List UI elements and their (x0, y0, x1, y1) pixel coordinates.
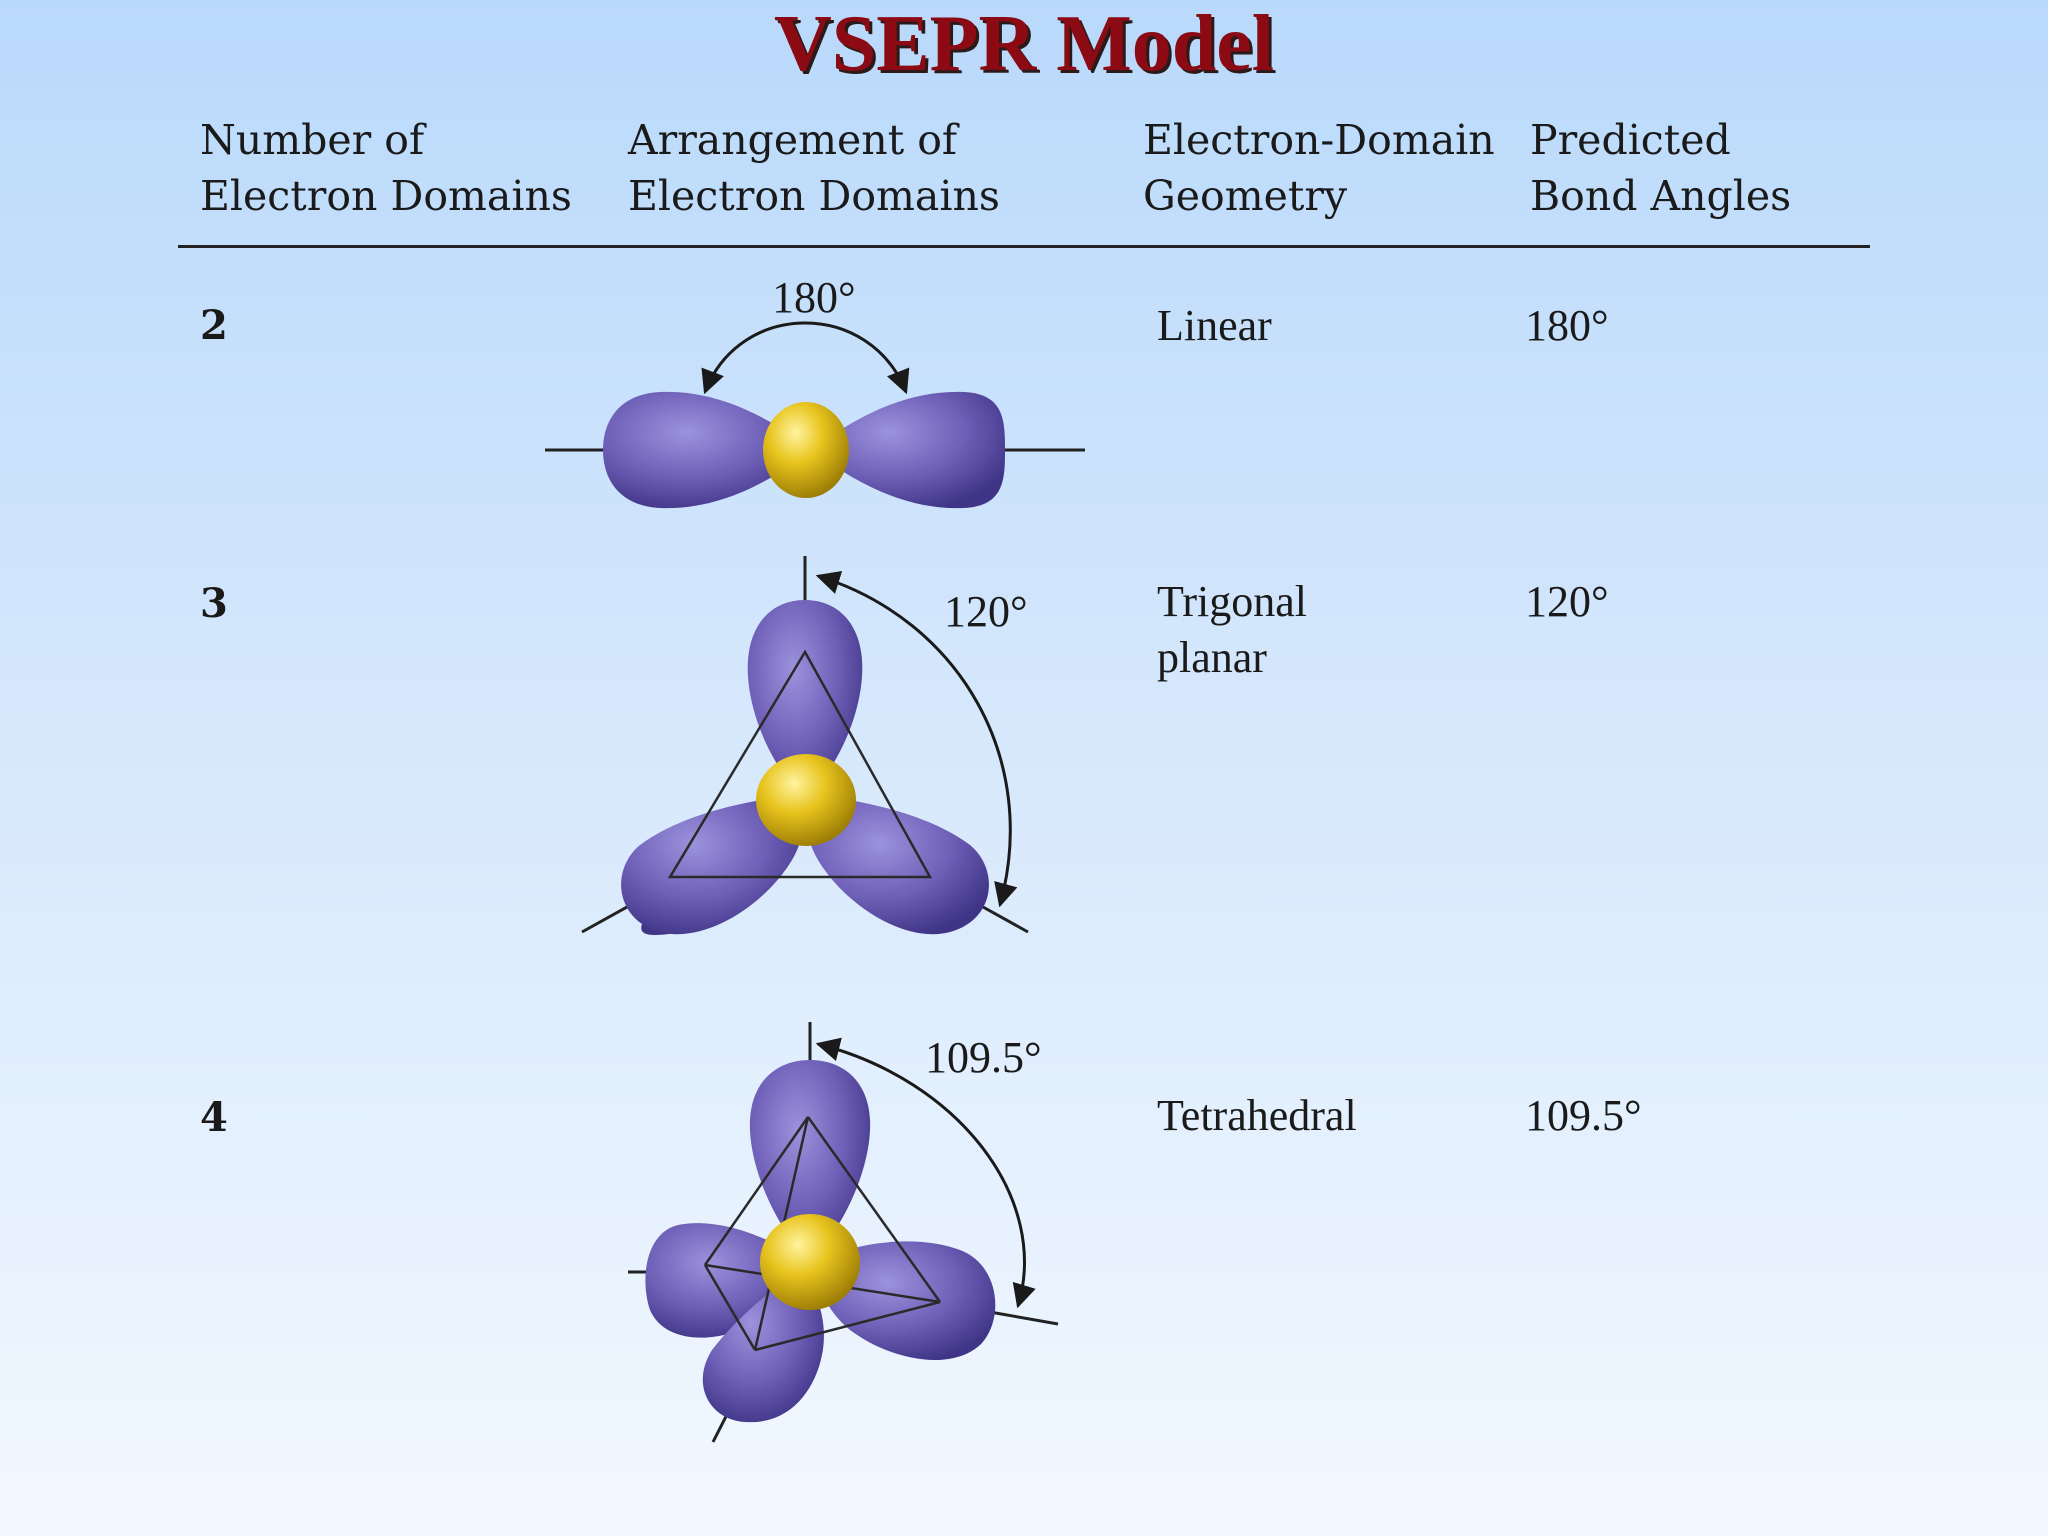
electron-lobe (702, 1270, 824, 1423)
row-3-number: 3 (200, 580, 228, 627)
header-line: Electron Domains (200, 172, 572, 220)
page-title: VSEPR Model (774, 0, 1274, 88)
row-4-number: 4 (200, 1094, 228, 1141)
row-4-bond-angle: 109.5° (1525, 1091, 1642, 1140)
row-2-geometry: Linear (1157, 301, 1272, 350)
linear-diagram: 180° (545, 273, 1085, 509)
electron-lobe (603, 391, 812, 509)
axis-line (989, 1310, 1059, 1326)
header-line: Bond Angles (1530, 172, 1792, 220)
header-line: Number of (200, 116, 425, 164)
header-line: Electron Domains (628, 172, 1000, 220)
electron-lobe (621, 795, 804, 935)
tetrahedral-diagram: 109.5° (628, 1022, 1059, 1443)
row-3-geometry: Trigonal planar (1157, 574, 1307, 686)
row-2-bond-angle: 180° (1525, 301, 1609, 350)
row-4-geometry: Tetrahedral (1157, 1091, 1357, 1140)
electron-lobe (812, 391, 1005, 509)
angle-arrow (815, 570, 1018, 908)
header-geometry: Electron-Domain Geometry (1143, 112, 1495, 224)
angle-arrow (701, 321, 910, 395)
header-bond-angles: Predicted Bond Angles (1530, 112, 1791, 224)
central-atom (763, 402, 849, 498)
row-2-number: 2 (200, 302, 228, 349)
header-number-of-domains: Number of Electron Domains (200, 112, 572, 224)
geometry-line: planar (1157, 633, 1267, 682)
central-atom (760, 1214, 860, 1310)
angle-label: 180° (772, 273, 856, 322)
central-atom (756, 754, 856, 846)
trigonal-planar-diagram: 120° (581, 556, 1029, 935)
angle-label: 120° (944, 587, 1028, 636)
angle-arrow (815, 1037, 1036, 1309)
header-line: Geometry (1143, 172, 1348, 220)
geometry-line: Trigonal (1157, 577, 1307, 626)
header-line: Arrangement of (628, 116, 958, 164)
header-arrangement: Arrangement of Electron Domains (628, 112, 1000, 224)
angle-label: 109.5° (925, 1033, 1042, 1082)
header-line: Electron-Domain (1143, 116, 1495, 164)
header-divider (178, 245, 1870, 248)
header-line: Predicted (1530, 116, 1731, 164)
row-3-bond-angle: 120° (1525, 577, 1609, 626)
